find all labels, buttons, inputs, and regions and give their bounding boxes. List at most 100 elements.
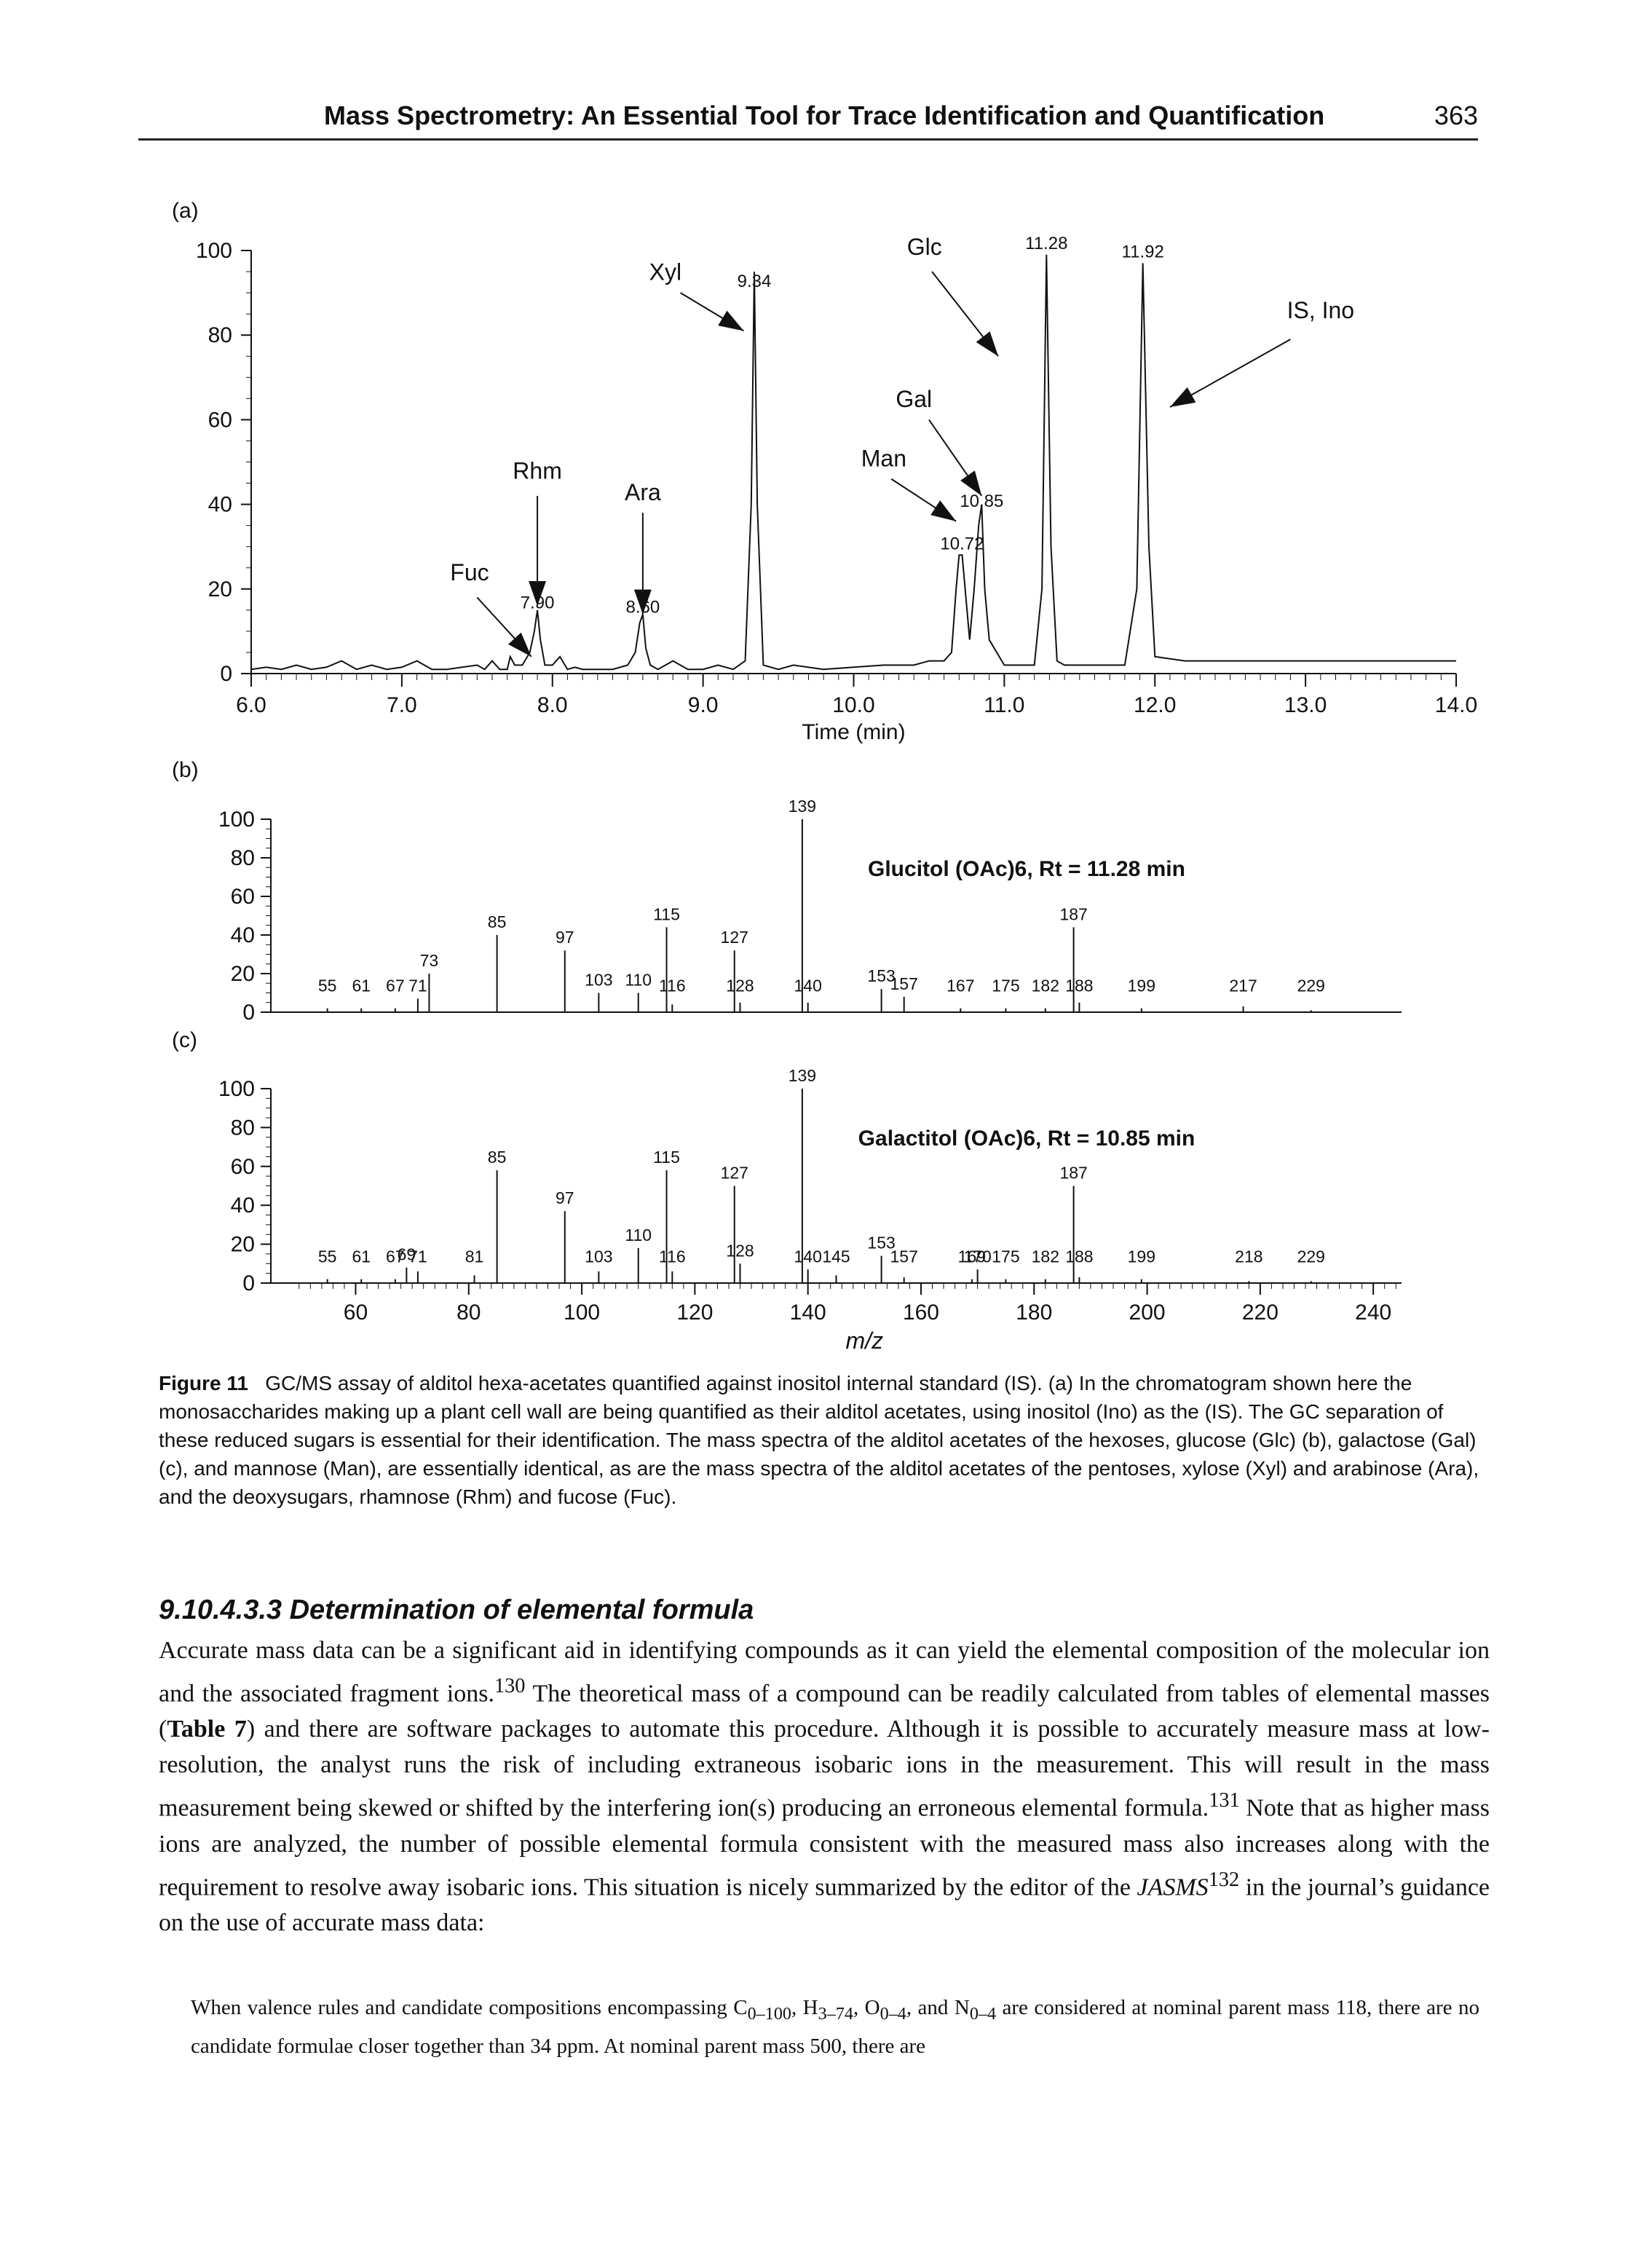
paragraph-text: ) and there are software packages to aut… (159, 1716, 1490, 1822)
peak-rt-label: 10.72 (940, 534, 984, 553)
arrow-head (529, 581, 547, 607)
peak-mz-label: 127 (721, 1164, 748, 1183)
subscript: 0–4 (969, 2003, 997, 2024)
peak-mz-label: 61 (352, 1247, 371, 1266)
arrow-head (930, 500, 957, 521)
body-paragraph: Accurate mass data can be a significant … (159, 1633, 1490, 1941)
y-tick-label-c: 20 (231, 1233, 255, 1257)
peak-mz-label: 73 (420, 951, 439, 970)
y-tick-label-b: 80 (231, 846, 255, 870)
paragraph-text: Accurate mass data can be a significant … (159, 1637, 1490, 1708)
peak-mz-label: 127 (721, 928, 748, 947)
compound-label: Gal (896, 386, 932, 412)
x-tick-label-c: 240 (1355, 1301, 1391, 1325)
peak-mz-label: 69 (398, 1245, 416, 1264)
y-tick-label-c: 60 (231, 1155, 255, 1179)
peak-mz-label: 175 (992, 976, 1019, 995)
y-tick-label-a: 60 (208, 408, 232, 432)
peak-mz-label: 116 (659, 976, 686, 995)
peak-mz-label: 188 (1065, 976, 1093, 995)
peak-mz-label: 182 (1032, 1247, 1059, 1266)
paragraph-text: Note that as higher mass ions are analyz… (159, 1794, 1490, 1901)
chromatogram-trace (250, 254, 1456, 671)
compound-label: Rhm (513, 458, 562, 484)
x-tick-label-a: 6.0 (236, 693, 266, 717)
spectrum-title-c: Galactitol (OAc)6, Rt = 10.85 min (858, 1126, 1195, 1151)
peak-mz-label: 169 (958, 1247, 986, 1266)
peak-rt-label: 11.92 (1122, 242, 1164, 261)
x-axis-label-a: Time (min) (802, 720, 905, 744)
quote-text: , O (853, 1996, 880, 2019)
panel-label-a: (a) (172, 199, 199, 223)
peak-mz-label: 199 (1128, 1247, 1155, 1266)
peak-mz-label: 116 (659, 1247, 686, 1266)
y-tick-label-a: 80 (208, 323, 232, 347)
spectrum-title-b: Glucitol (OAc)6, Rt = 11.28 min (868, 857, 1185, 881)
peak-mz-label: 157 (890, 1247, 917, 1266)
peak-mz-label: 139 (789, 797, 816, 816)
journal-name: JASMS (1137, 1873, 1209, 1901)
peak-mz-label: 55 (318, 1247, 337, 1266)
x-tick-label-a: 12.0 (1134, 693, 1176, 717)
quote-text: , H (791, 1996, 818, 2019)
paragraph-text: in the journal’s guidance on the use of … (159, 1873, 1490, 1936)
block-quote: When valence rules and candidate composi… (191, 1992, 1479, 2062)
x-tick-label-a: 10.0 (832, 693, 874, 717)
arrow-head (976, 331, 999, 357)
y-tick-label-a: 100 (196, 239, 232, 263)
paragraph-text: The theoretical mass of a compound can b… (159, 1680, 1490, 1743)
arrow-head (960, 470, 982, 496)
compound-label: Xyl (649, 259, 681, 285)
quote-text: , and N (906, 1996, 970, 2019)
x-tick-label-c: 160 (903, 1301, 939, 1325)
peak-mz-label: 153 (867, 1234, 895, 1252)
peak-mz-label: 97 (556, 928, 574, 947)
arrow-head (507, 632, 531, 657)
quote-text: When valence rules and candidate composi… (191, 1996, 748, 2019)
peak-mz-label: 55 (318, 976, 337, 995)
x-tick-label-c: 120 (676, 1301, 713, 1325)
peak-mz-label: 187 (1059, 904, 1087, 923)
x-tick-label-a: 9.0 (688, 693, 719, 717)
x-tick-label-c: 60 (344, 1301, 368, 1325)
arrow-head (718, 310, 744, 331)
compound-label: Glc (907, 234, 942, 260)
y-tick-label-b: 0 (242, 1001, 255, 1025)
compound-label: Fuc (450, 559, 489, 585)
peak-mz-label: 110 (625, 1226, 652, 1244)
compound-label: Man (861, 445, 906, 471)
peak-mz-label: 175 (992, 1247, 1019, 1266)
y-tick-label-b: 40 (231, 923, 255, 947)
quote-text: are considered at nominal parent mass 11… (191, 1996, 1480, 2058)
peak-mz-label: 67 (386, 976, 405, 995)
x-tick-label-c: 100 (564, 1301, 600, 1325)
table-reference: Table 7 (167, 1716, 247, 1743)
peak-rt-label: 9.34 (738, 272, 772, 291)
panel-label-b: (b) (172, 758, 199, 782)
peak-mz-label: 217 (1229, 976, 1257, 995)
y-tick-label-c: 40 (231, 1193, 255, 1218)
page-number: 363 (1434, 100, 1478, 130)
running-header: Mass Spectrometry: An Essential Tool for… (138, 93, 1478, 141)
peak-mz-label: 128 (726, 976, 754, 995)
y-tick-label-c: 0 (242, 1271, 255, 1295)
y-tick-label-c: 80 (231, 1116, 255, 1140)
peak-mz-label: 103 (585, 1247, 612, 1266)
peak-mz-label: 85 (488, 1148, 507, 1167)
x-tick-label-a: 11.0 (984, 693, 1024, 717)
peak-mz-label: 153 (867, 966, 895, 985)
peak-mz-label: 229 (1297, 1247, 1325, 1266)
peak-mz-label: 61 (352, 976, 371, 995)
x-tick-label-c: 200 (1129, 1301, 1166, 1325)
section-heading: 9.10.4.3.3 Determination of elemental fo… (159, 1595, 754, 1625)
y-tick-label-a: 40 (208, 493, 232, 517)
peak-mz-label: 167 (946, 976, 974, 995)
peak-mz-label: 182 (1032, 976, 1059, 995)
compound-label: Ara (625, 479, 661, 505)
x-tick-label-c: 180 (1016, 1301, 1052, 1325)
peak-mz-label: 71 (408, 1247, 427, 1266)
peak-mz-label: 97 (556, 1188, 574, 1207)
x-tick-label-a: 14.0 (1435, 693, 1477, 717)
x-axis-label-c: m/z (846, 1327, 884, 1354)
